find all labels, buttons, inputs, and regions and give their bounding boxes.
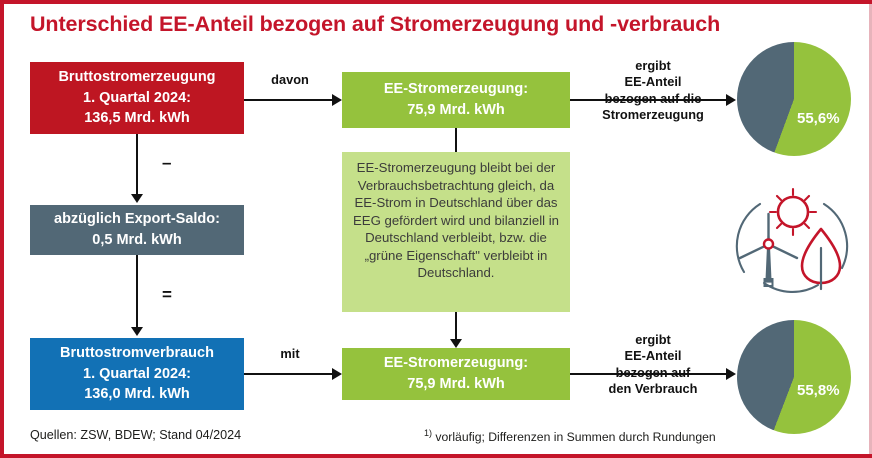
renewable-energy-icon bbox=[735, 187, 849, 293]
connector-label-ergibt-top: ergibt EE-Anteil bezogen auf die Stromer… bbox=[582, 58, 724, 124]
box-gross-consumption-line2: 1. Quartal 2024: bbox=[83, 365, 191, 382]
connector-arrowhead-ergibt-bottom bbox=[726, 368, 736, 380]
connector-line-davon bbox=[244, 99, 332, 101]
connector-arrowhead-davon bbox=[332, 94, 342, 106]
footer-sources: Quellen: ZSW, BDEW; Stand 04/2024 bbox=[30, 428, 242, 442]
connector-label-ergibt-bottom: ergibt EE-Anteil bezogen auf den Verbrau… bbox=[582, 332, 724, 398]
arc-right-icon bbox=[822, 202, 849, 270]
connector-line-ee-top-to-note bbox=[455, 128, 457, 152]
connector-line-ergibt-bottom bbox=[570, 373, 728, 375]
footnote-text: vorläufig; Differenzen in Summen durch R… bbox=[435, 430, 716, 445]
box-ee-generation-top-line2: 75,9 Mrd. kWh bbox=[407, 102, 505, 118]
box-export-balance-line1: abzüglich Export-Saldo: bbox=[54, 211, 220, 228]
pie-chart-generation-share bbox=[737, 42, 851, 156]
connector-label-ergibt-top-line1: ergibt bbox=[635, 58, 671, 73]
connector-arrowhead-export-to-consumption bbox=[131, 327, 143, 336]
connector-arrowhead-generation-to-export bbox=[131, 194, 143, 203]
connector-arrowhead-mit bbox=[332, 368, 342, 380]
connector-label-mit: mit bbox=[244, 346, 336, 362]
box-ee-generation-top-line1: EE-Stromerzeugung: bbox=[383, 81, 529, 98]
box-export-balance-line2: 0,5 Mrd. kWh bbox=[92, 232, 182, 248]
footnote-marker: 1) bbox=[424, 428, 433, 438]
connector-line-generation-to-export bbox=[136, 134, 138, 194]
wind-turbine-icon bbox=[738, 212, 799, 287]
box-ee-generation-top: EE-Stromerzeugung: 75,9 Mrd. kWh bbox=[342, 72, 570, 128]
sun-icon bbox=[776, 195, 810, 229]
connector-line-ergibt-top bbox=[570, 99, 728, 101]
connector-label-ergibt-top-line2: EE-Anteil bbox=[624, 74, 682, 90]
footer-footnote: 1) vorläufig; Differenzen in Summen durc… bbox=[424, 428, 716, 444]
page-title: Unterschied EE-Anteil bezogen auf Strome… bbox=[30, 12, 721, 36]
top-rule bbox=[4, 0, 872, 4]
connector-line-export-to-consumption bbox=[136, 255, 138, 327]
operator-equals: = bbox=[162, 285, 172, 304]
box-gross-generation-line2: 1. Quartal 2024: bbox=[83, 89, 191, 106]
operator-minus: – bbox=[162, 153, 172, 172]
connector-label-mit-text: mit bbox=[280, 346, 300, 361]
pie-chart-consumption-share bbox=[737, 320, 851, 434]
connector-label-ergibt-top-line3: bezogen auf die bbox=[604, 90, 702, 106]
connector-label-ergibt-bottom-line2: EE-Anteil bbox=[624, 348, 682, 364]
connector-label-ergibt-top-line4: Stromerzeugung bbox=[602, 107, 704, 123]
connector-label-ergibt-bottom-line3: bezogen auf bbox=[615, 364, 691, 380]
pie-chart-generation-share-label: 55,6% bbox=[797, 110, 840, 127]
box-gross-generation: Bruttostromerzeugung 1. Quartal 2024: 13… bbox=[30, 62, 244, 134]
box-gross-generation-line1: Bruttostromerzeugung bbox=[58, 69, 216, 86]
connector-label-ergibt-bottom-line4: den Verbrauch bbox=[608, 381, 698, 397]
box-gross-generation-line3: 136,5 Mrd. kWh bbox=[84, 110, 190, 127]
connector-arrowhead-ergibt-top bbox=[726, 94, 736, 106]
connector-label-davon: davon bbox=[271, 72, 309, 87]
connector-label-ergibt-bottom-line1: ergibt bbox=[635, 332, 671, 347]
bottom-rule bbox=[4, 454, 872, 458]
connector-line-mit bbox=[244, 373, 332, 375]
box-gross-consumption: Bruttostromverbrauch 1. Quartal 2024: 13… bbox=[30, 338, 244, 410]
connector-line-note-to-ee-bottom bbox=[455, 312, 457, 339]
box-ee-generation-bottom-line2: 75,9 Mrd. kWh bbox=[407, 376, 505, 392]
box-ee-generation-bottom: EE-Stromerzeugung: 75,9 Mrd. kWh bbox=[342, 348, 570, 400]
box-gross-consumption-line1: Bruttostromverbrauch bbox=[60, 345, 214, 362]
connector-arrowhead-note-to-ee-bottom bbox=[450, 339, 462, 348]
arc-left-icon bbox=[735, 202, 762, 274]
box-ee-generation-bottom-line1: EE-Stromerzeugung: bbox=[383, 355, 529, 372]
pie-chart-consumption-share-label: 55,8% bbox=[797, 382, 840, 399]
leaf-drop-icon bbox=[800, 227, 842, 291]
sun-rays-icon bbox=[768, 187, 818, 237]
box-explanatory-note: EE-Stromerzeugung bleibt bei der Verbrau… bbox=[342, 152, 570, 312]
box-export-balance: abzüglich Export-Saldo: 0,5 Mrd. kWh bbox=[30, 205, 244, 255]
box-gross-consumption-line3: 136,0 Mrd. kWh bbox=[84, 386, 190, 403]
